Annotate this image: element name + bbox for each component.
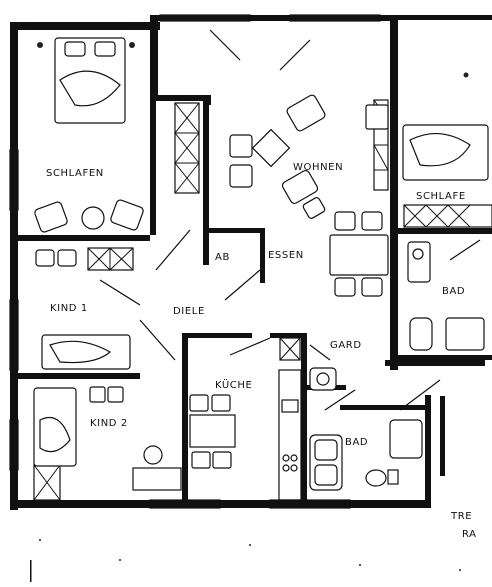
label-essen: ESSEN bbox=[268, 250, 304, 261]
furniture-bad bbox=[309, 367, 423, 491]
label-schlafen-neighbor: SCHLAFE bbox=[416, 191, 466, 202]
label-kind1: KIND 1 bbox=[50, 303, 88, 314]
label-diele: DIELE bbox=[173, 306, 205, 317]
interior-walls bbox=[10, 95, 492, 508]
label-gard: GARD bbox=[330, 340, 362, 351]
furniture-kind1 bbox=[35, 249, 131, 370]
scan-speckles bbox=[30, 539, 461, 582]
wardrobe-gard bbox=[279, 337, 301, 361]
furniture-kueche bbox=[189, 369, 302, 501]
label-ra: RA bbox=[462, 529, 477, 540]
wardrobe-kind2 bbox=[33, 464, 61, 501]
wardrobe-kind1 bbox=[87, 247, 134, 271]
doors bbox=[99, 29, 481, 411]
label-ab: AB bbox=[215, 252, 230, 263]
bed-schlafen bbox=[37, 37, 135, 124]
label-kind2: KIND 2 bbox=[90, 418, 128, 429]
label-bad: BAD bbox=[345, 437, 368, 448]
wardrobe-schlafen bbox=[174, 102, 200, 194]
furniture-essen bbox=[329, 211, 389, 297]
wardrobe-neighbor bbox=[403, 204, 492, 228]
label-wohnen: WOHNEN bbox=[293, 162, 343, 173]
furniture-wohnen bbox=[229, 94, 326, 219]
label-bad-neighbor: BAD bbox=[442, 286, 465, 297]
label-tre: TRE bbox=[450, 511, 472, 522]
chairs-schlafen bbox=[34, 199, 144, 233]
windows bbox=[9, 14, 381, 509]
label-schlafen: SCHLAFEN bbox=[46, 168, 104, 179]
furniture-neighbor bbox=[365, 72, 489, 351]
room-labels: SCHLAFEN WOHNEN ESSEN AB KIND 1 DIELE KI… bbox=[46, 162, 477, 540]
furniture-kind2 bbox=[33, 386, 182, 491]
label-kueche: KÜCHE bbox=[215, 378, 252, 391]
